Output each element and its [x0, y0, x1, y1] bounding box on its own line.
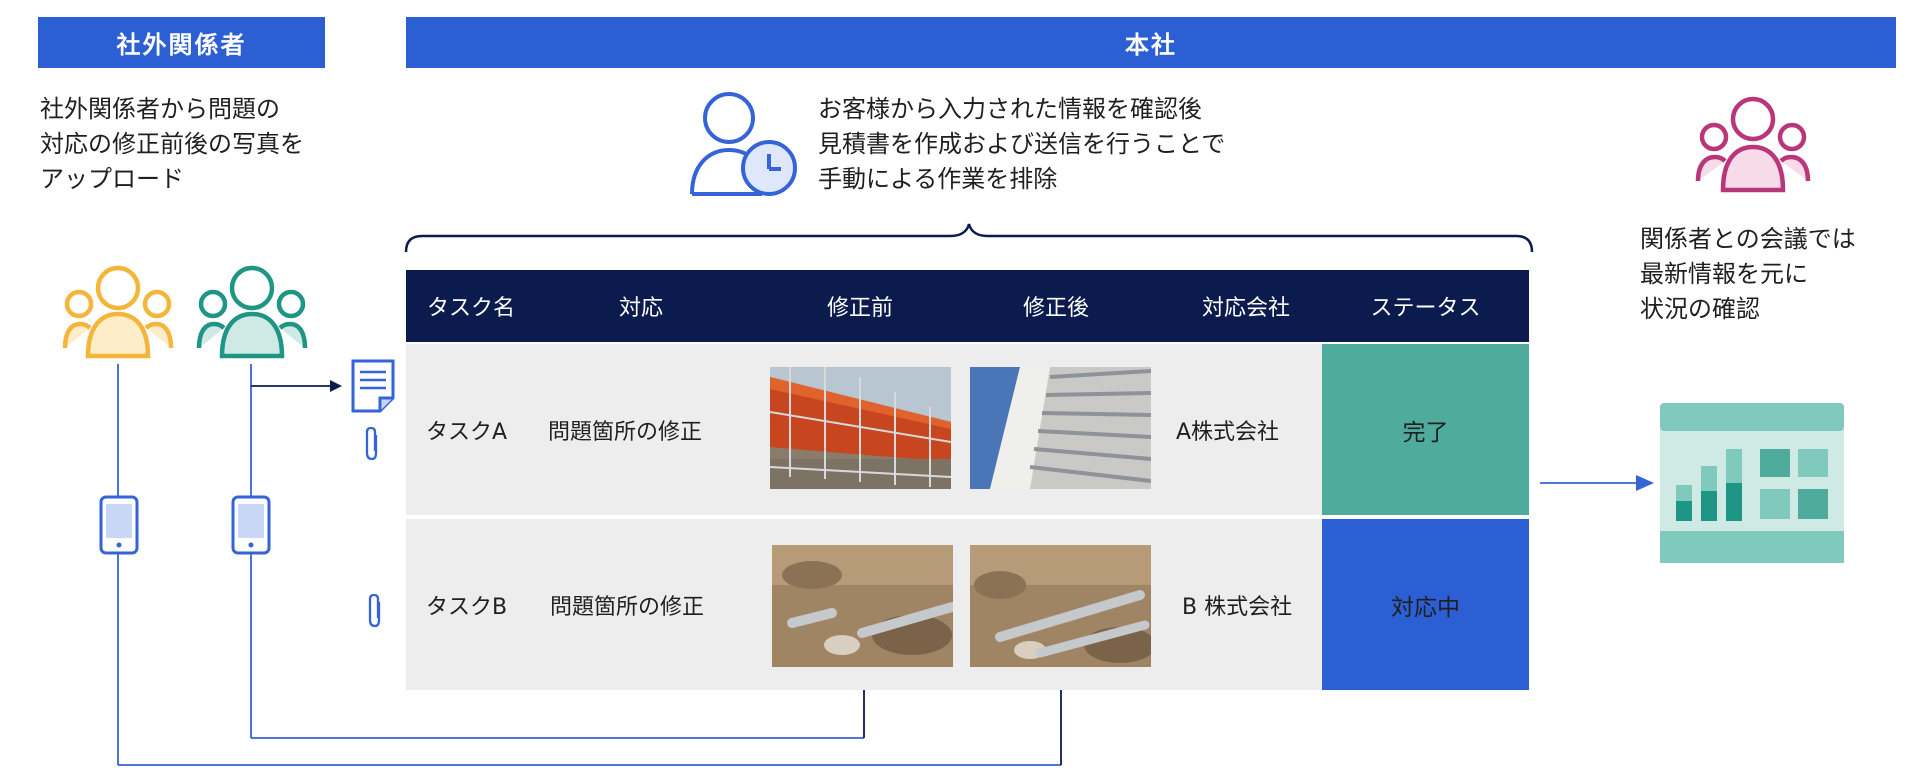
paperclip-icon — [363, 592, 387, 630]
partner-group-green-icon — [196, 264, 308, 360]
user-clock-icon — [686, 88, 798, 200]
left-description: 社外関係者から問題の 対応の修正前後の写真を アップロード — [40, 95, 304, 193]
document-icon — [350, 358, 396, 414]
header-action: 対応 — [618, 296, 663, 321]
center-description: お客様から入力された情報を確認後 見積書を作成および送信を行うことで 手動による… — [818, 95, 1226, 193]
paperclip-icon — [360, 425, 384, 463]
task-name-cell: タスクB — [426, 594, 508, 620]
headquarters-header: 本社 — [406, 17, 1896, 68]
header-status: ステータス — [1370, 296, 1481, 321]
smartphone-icon — [99, 495, 139, 555]
header-task-name: タスク名 — [426, 296, 515, 321]
action-cell: 問題箇所の修正 — [548, 419, 703, 445]
company-cell: A株式会社 — [1176, 419, 1280, 445]
right-description: 関係者との会議では 最新情報を元に 状況の確認 — [1640, 225, 1856, 323]
meeting-group-icon — [1693, 95, 1813, 195]
external-stakeholders-header: 社外関係者 — [38, 17, 325, 68]
status-badge-complete: 完了 — [1322, 344, 1529, 515]
header-before: 修正前 — [826, 296, 893, 321]
company-cell: B 株式会社 — [1182, 594, 1293, 620]
smartphone-icon — [231, 495, 271, 555]
header-company: 対応会社 — [1201, 296, 1290, 321]
before-photo-scaffolding — [770, 367, 951, 489]
partner-group-yellow-icon — [62, 264, 174, 360]
after-photo-pipe — [970, 545, 1151, 667]
header-after: 修正後 — [1022, 296, 1089, 321]
task-name-cell: タスクA — [426, 419, 508, 445]
dashboard-icon — [1660, 403, 1844, 563]
after-photo-building — [970, 367, 1151, 489]
status-badge-in-progress: 対応中 — [1322, 519, 1529, 690]
before-photo-pipe — [772, 545, 953, 667]
task-table-header: タスク名 対応 修正前 修正後 対応会社 ステータス — [406, 270, 1529, 342]
brace-connector — [404, 222, 1534, 254]
action-cell: 問題箇所の修正 — [550, 594, 705, 620]
